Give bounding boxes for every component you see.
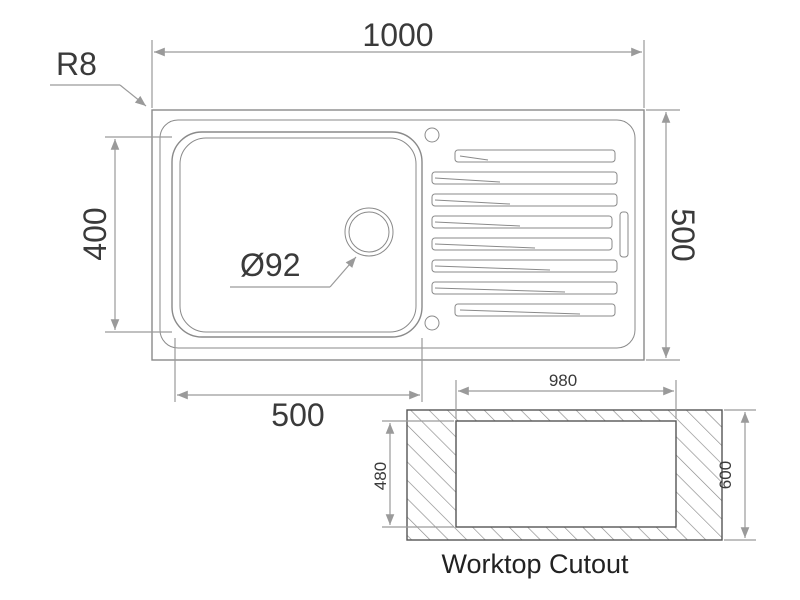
waste-outlet [344, 207, 394, 257]
bowl-width-label: 500 [271, 397, 324, 433]
tap-hole-bottom [424, 315, 440, 331]
dimension-bowl-width: 500 [174, 338, 423, 433]
sink-outer-rim [151, 109, 645, 361]
bowl-depth-label: 400 [77, 207, 113, 260]
overall-depth-label: 500 [665, 208, 701, 261]
overall-width-label: 1000 [362, 17, 433, 53]
corner-radius-label: R8 [56, 46, 97, 82]
dimension-cutout-width: 980 [455, 371, 677, 419]
cutout-depth-label: 480 [371, 462, 390, 490]
cutout-overall-depth-label: 600 [716, 461, 735, 489]
worktop-cutout-view: 980 480 600 Worktop Cutout [371, 371, 756, 579]
dimension-waste-diameter: Ø92 [230, 247, 357, 288]
sink-bowl-inner [179, 137, 417, 333]
cutout-title: Worktop Cutout [441, 549, 629, 579]
dimension-cutout-overall-depth: 600 [716, 409, 756, 541]
sink-inner-rim [159, 119, 636, 349]
dimension-overall-depth: 500 [646, 109, 701, 361]
sink-top-view [151, 109, 645, 361]
sink-bowl [171, 131, 423, 338]
dimension-overall-width: 1000 [151, 17, 645, 108]
dimension-bowl-depth: 400 [77, 136, 172, 333]
cutout-width-label: 980 [549, 371, 577, 390]
drainer-board [431, 149, 629, 317]
cutout-opening [455, 420, 677, 528]
tap-hole-top [424, 127, 440, 143]
waste-diameter-label: Ø92 [240, 247, 300, 283]
dimension-corner-radius: R8 [50, 46, 147, 107]
dimension-cutout-depth: 480 [371, 420, 454, 528]
